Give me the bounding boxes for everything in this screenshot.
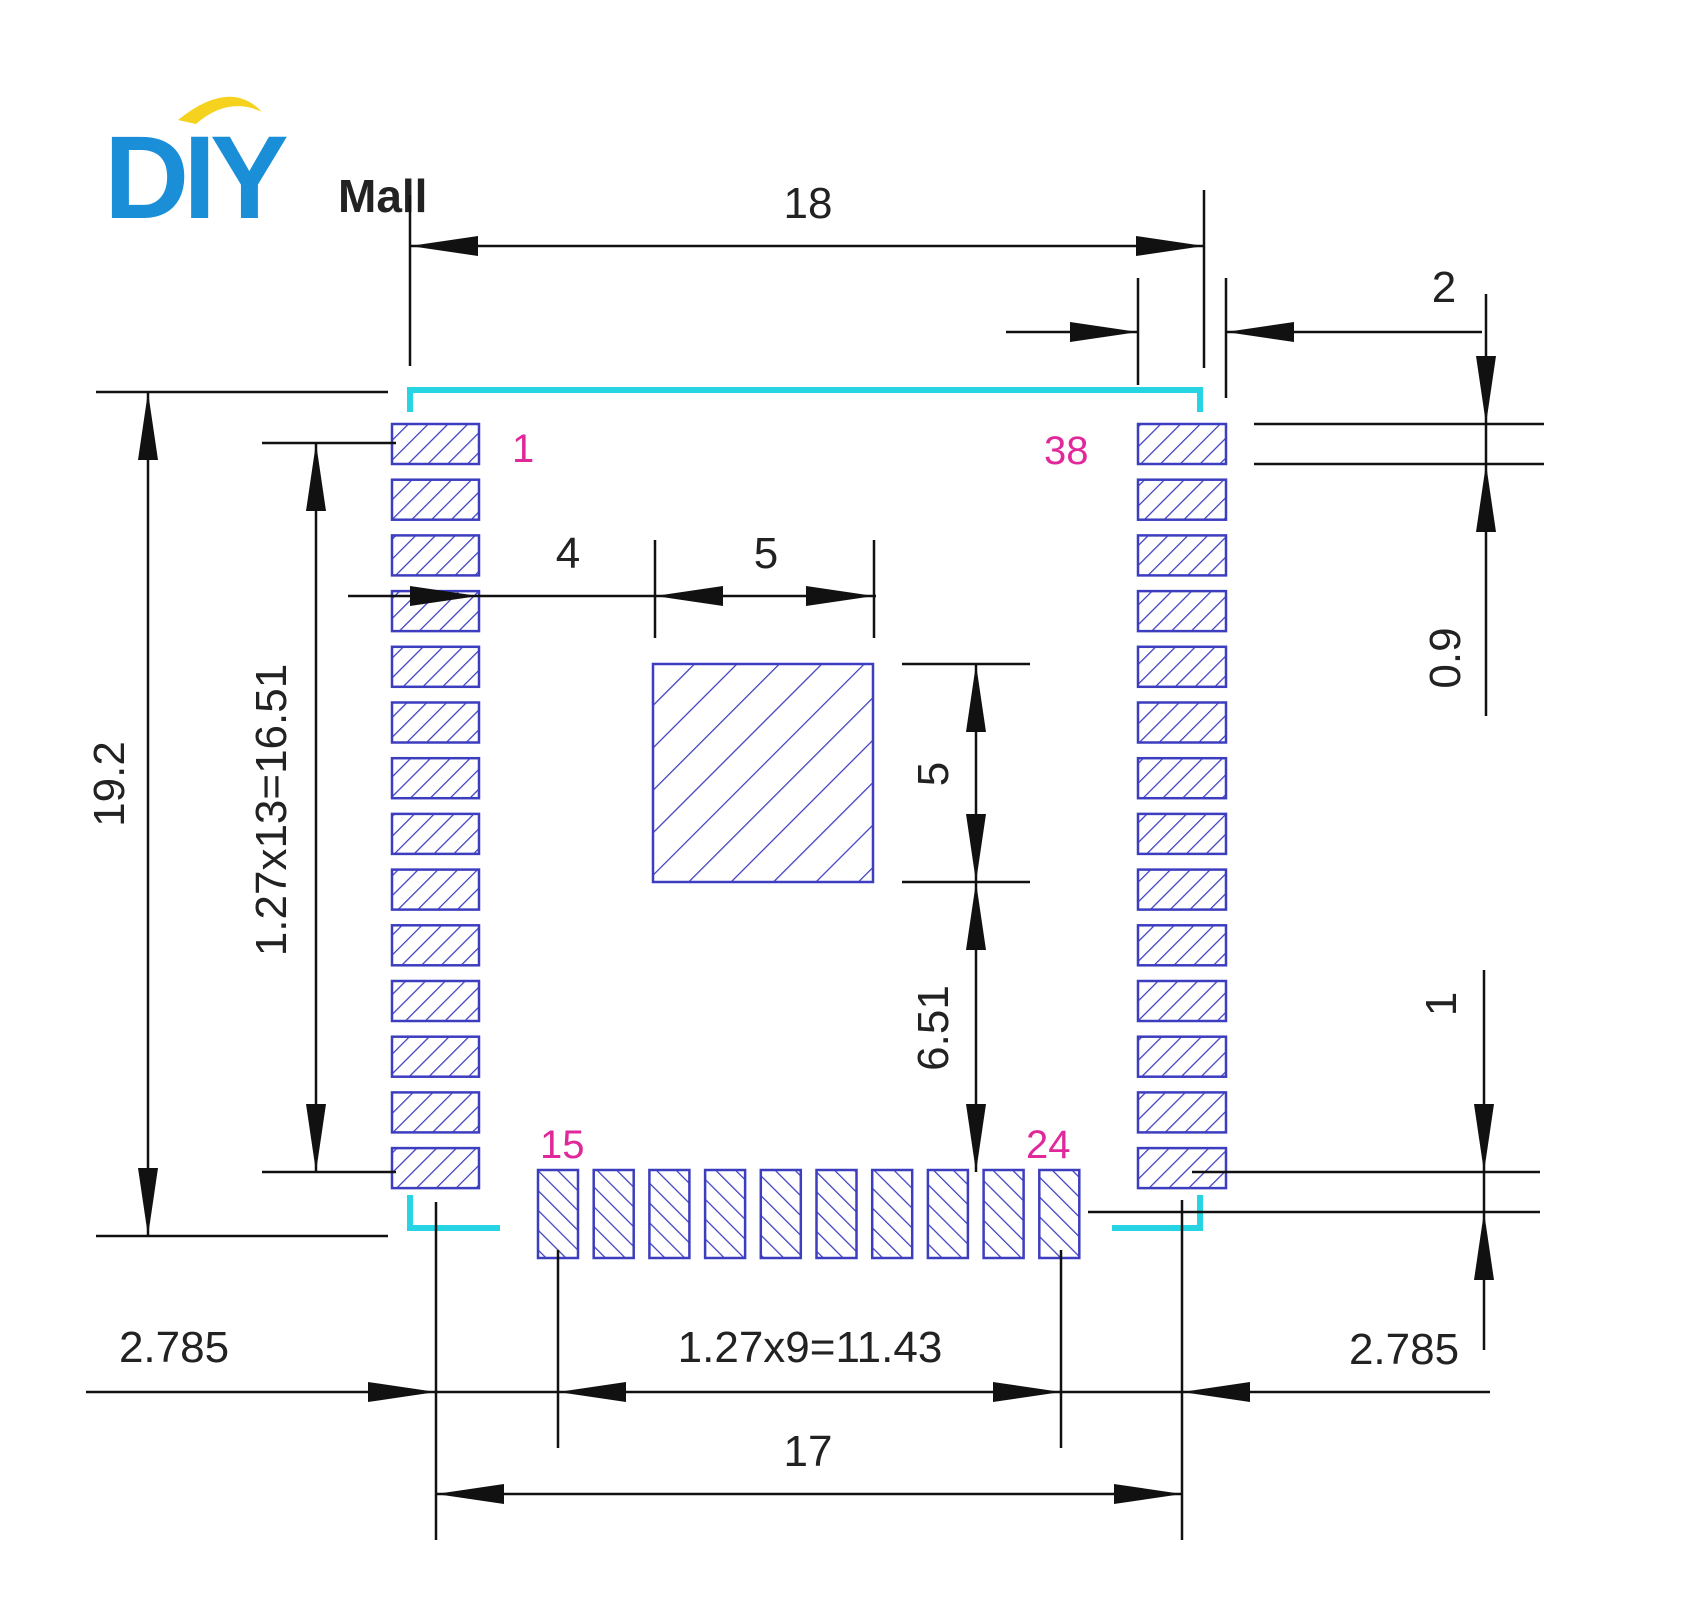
right-pad [1136,924,1228,967]
bottom-pad [759,1168,803,1260]
right-pad [1136,868,1228,911]
bottom-pad [926,1168,970,1260]
dim-right-offset: 2 [1432,263,1456,312]
pin-label-1: 1 [512,427,534,471]
right-pad [1136,422,1228,466]
dim-bottom-pitch: 1.27x9=11.43 [678,1323,943,1372]
bottom-pad [703,1168,747,1260]
bottom-pad [870,1168,914,1260]
right-pad [1136,478,1228,521]
left-pad [390,1146,481,1190]
dim-left-margin: 2.785 [119,1323,229,1372]
bottom-pad [1038,1168,1081,1260]
board-outline [407,387,1203,1231]
left-pad [390,979,481,1023]
diymall-logo: DIY Mall [104,96,427,244]
right-pad-column [1136,422,1228,1190]
bottom-pad [815,1168,858,1260]
dim-inner-width: 17 [784,1427,833,1476]
bottom-pad-row [536,1168,1081,1260]
left-pad [390,1091,481,1134]
logo-swoosh [178,96,262,124]
left-pad-column [390,422,481,1190]
dim-pad-width: 0.9 [1421,627,1470,688]
dim-total-width: 18 [784,179,833,228]
left-pad [390,478,481,521]
left-pad [390,924,481,967]
right-pad [1136,1035,1228,1078]
right-pad [1136,812,1228,856]
right-pad [1136,1146,1228,1190]
left-pad [390,812,481,856]
left-pad [390,645,481,689]
right-pad [1136,701,1228,744]
bottom-pad [592,1168,635,1260]
right-pad [1136,756,1228,800]
right-pad [1136,1091,1228,1134]
left-pad [390,701,481,744]
dim-left-pitch: 1.27x13=16.51 [247,664,296,956]
dim-epad-height: 5 [909,762,958,786]
dim-epad-offset-x: 4 [556,529,580,578]
right-pad [1136,645,1228,689]
dimension-labels: 18 2 19.2 1.27x13=16.51 4 5 5 6.51 0.9 1… [85,179,1470,1476]
left-pad [390,756,481,800]
dim-right-margin: 2.785 [1349,1325,1459,1374]
right-pad [1136,979,1228,1023]
dim-epad-width: 5 [754,529,778,578]
pin-label-15: 15 [540,1123,585,1167]
dim-epad-offset-y: 6.51 [909,985,958,1071]
logo-brand-small: Mall [338,170,427,222]
left-pad [390,1035,481,1078]
exposed-pad [651,662,875,884]
bottom-pad [536,1168,580,1260]
pin-label-24: 24 [1026,1123,1071,1167]
left-pad [390,534,481,577]
right-pad [1136,534,1228,577]
bottom-pad [982,1168,1025,1260]
logo-brand-big: DIY [104,112,287,244]
left-pad [390,422,481,466]
bottom-pad [648,1168,691,1260]
dimension-lines [86,190,1544,1540]
dim-total-height: 19.2 [85,741,134,827]
pin-label-38: 38 [1044,429,1089,473]
left-pad [390,868,481,911]
right-pad [1136,589,1228,633]
dim-bottom-gap: 1 [1417,992,1466,1016]
pin-labels: 1 38 15 24 [512,427,1089,1167]
